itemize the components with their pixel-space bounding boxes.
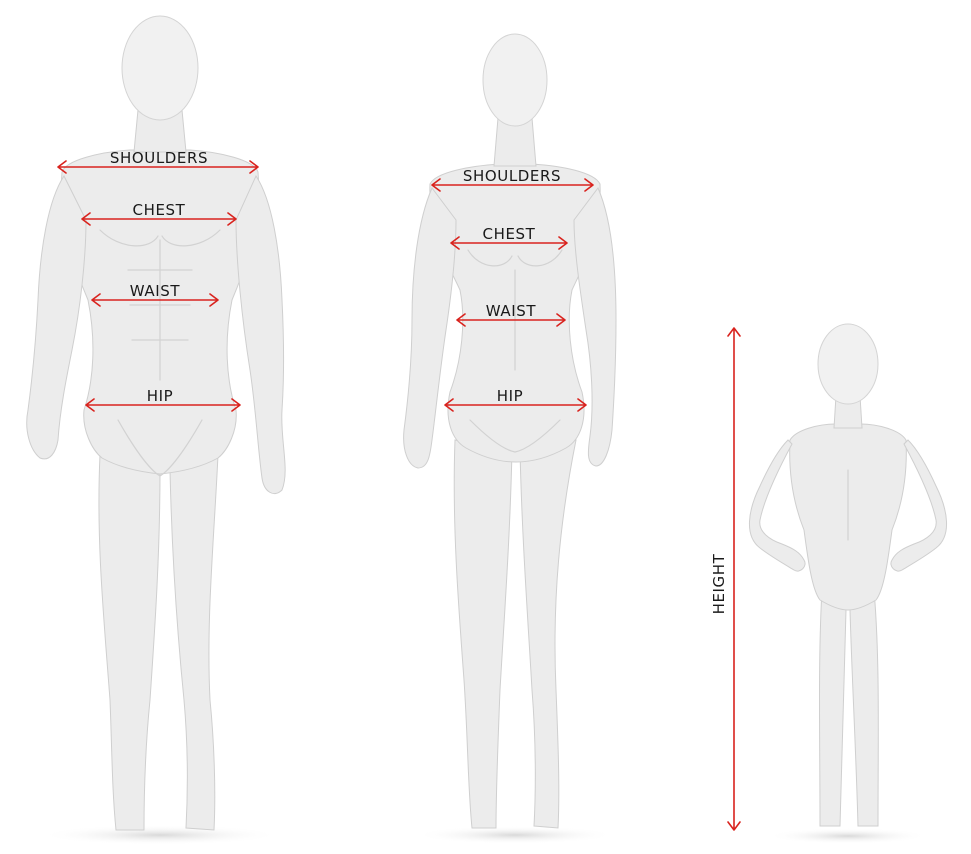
female-hip-label: HIP xyxy=(497,387,524,405)
male-chest-label: CHEST xyxy=(133,201,186,219)
child-height-measure: HEIGHT xyxy=(710,328,740,830)
female-waist-label: WAIST xyxy=(486,302,537,320)
female-shoulders-label: SHOULDERS xyxy=(463,167,561,185)
male-mannequin xyxy=(27,16,285,845)
male-hip-label: HIP xyxy=(147,387,174,405)
female-chest-label: CHEST xyxy=(483,225,536,243)
male-shoulders-label: SHOULDERS xyxy=(110,149,208,167)
male-waist-label: WAIST xyxy=(130,282,181,300)
child-height-arrow xyxy=(728,328,740,830)
female-mannequin xyxy=(404,34,616,844)
child-height-label: HEIGHT xyxy=(710,553,728,614)
child-mannequin xyxy=(749,324,946,844)
